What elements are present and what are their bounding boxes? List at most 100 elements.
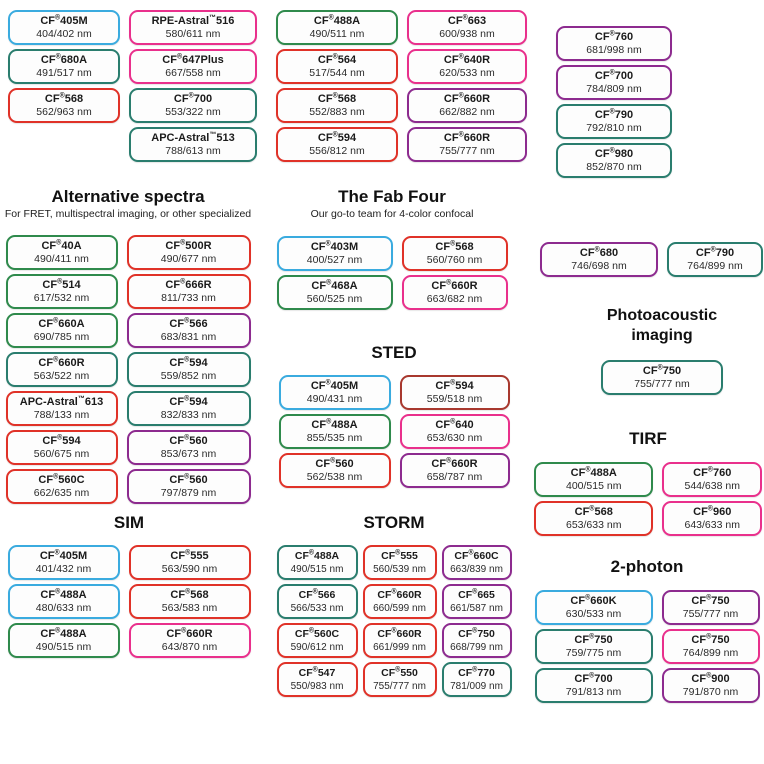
dye-wavelengths: 580/611 nm bbox=[165, 28, 221, 40]
dye-wavelengths: 755/777 nm bbox=[682, 608, 739, 620]
dye-wavelengths: 811/733 nm bbox=[161, 292, 216, 304]
dye-name: CF®488A bbox=[570, 466, 617, 479]
dye-wavelengths: 490/515 nm bbox=[290, 564, 344, 575]
dye-name: CF®750 bbox=[691, 633, 730, 646]
dye-name: CF®40A bbox=[41, 239, 82, 252]
dye-name: CF®700 bbox=[594, 69, 634, 82]
dye-name: CF®555 bbox=[170, 549, 209, 562]
dye-name: CF®660K bbox=[570, 594, 617, 607]
section-title: Alternative spectra bbox=[51, 187, 205, 206]
dye-name: CF®566 bbox=[298, 588, 336, 602]
dye-name: CF®555 bbox=[381, 549, 418, 563]
dye-name: CF®750 bbox=[691, 594, 730, 607]
dye-wavelengths: 759/775 nm bbox=[565, 647, 622, 659]
dye-wavelengths: 784/809 nm bbox=[586, 83, 642, 95]
dye-wavelengths: 550/983 nm bbox=[290, 681, 344, 692]
dye-wavelengths: 764/899 nm bbox=[682, 647, 739, 659]
dye-name: CF®960 bbox=[693, 505, 732, 518]
dye-name: CF®665 bbox=[458, 588, 495, 602]
dye-wavelengths: 491/517 nm bbox=[36, 67, 92, 79]
dye-name: CF®760 bbox=[594, 30, 634, 43]
dye-name: CF®640 bbox=[435, 418, 474, 431]
dye-name: CF®500R bbox=[165, 239, 212, 252]
dye-name: CF®566 bbox=[169, 317, 208, 330]
dye-name: CF®660C bbox=[454, 549, 499, 563]
dye-name: CF®790 bbox=[594, 108, 634, 121]
dye-name: CF®647Plus bbox=[162, 53, 224, 66]
dye-name: CF®488A bbox=[294, 549, 340, 563]
dye-name: CF®700 bbox=[173, 92, 213, 105]
dye-name: APC-Astral™513 bbox=[151, 131, 235, 144]
dye-name: CF®680A bbox=[40, 53, 88, 66]
dye-wavelengths: 755/777 nm bbox=[373, 681, 426, 692]
dye-name: CF®660R bbox=[377, 588, 422, 602]
dye-name: CF®760 bbox=[693, 466, 732, 479]
section-title: SIM bbox=[113, 513, 145, 532]
section-subtitle: For FRET, multispectral imaging, or othe… bbox=[4, 208, 252, 220]
dye-name: CF®790 bbox=[695, 246, 735, 259]
dye-wavelengths: 560/760 nm bbox=[426, 254, 483, 266]
section-title: The Fab Four bbox=[338, 187, 446, 206]
dye-wavelengths: 855/535 nm bbox=[306, 432, 363, 444]
dye-name: CF®568 bbox=[317, 92, 357, 105]
dye-name: CF®770 bbox=[458, 666, 495, 680]
dye-wavelengths: 562/538 nm bbox=[306, 471, 363, 483]
dye-wavelengths: 661/999 nm bbox=[373, 642, 426, 653]
dye-wavelengths: 653/630 nm bbox=[426, 432, 483, 444]
dye-wavelengths: 658/787 nm bbox=[426, 471, 483, 483]
dye-name: CF®594 bbox=[435, 379, 474, 392]
dye-wavelengths: 560/539 nm bbox=[373, 564, 426, 575]
dye-wavelengths: 560/675 nm bbox=[33, 448, 90, 460]
dye-wavelengths: 490/677 nm bbox=[160, 253, 217, 265]
dye-name: CF®660R bbox=[38, 356, 85, 369]
dye-wavelengths: 662/882 nm bbox=[439, 106, 495, 118]
dye-wavelengths: 400/515 nm bbox=[565, 480, 622, 492]
dye-wavelengths: 797/879 nm bbox=[160, 487, 217, 499]
dye-wavelengths: 643/633 nm bbox=[684, 519, 740, 531]
dye-wavelengths: 401/432 nm bbox=[35, 563, 92, 575]
dye-wavelengths: 755/777 nm bbox=[439, 145, 495, 157]
